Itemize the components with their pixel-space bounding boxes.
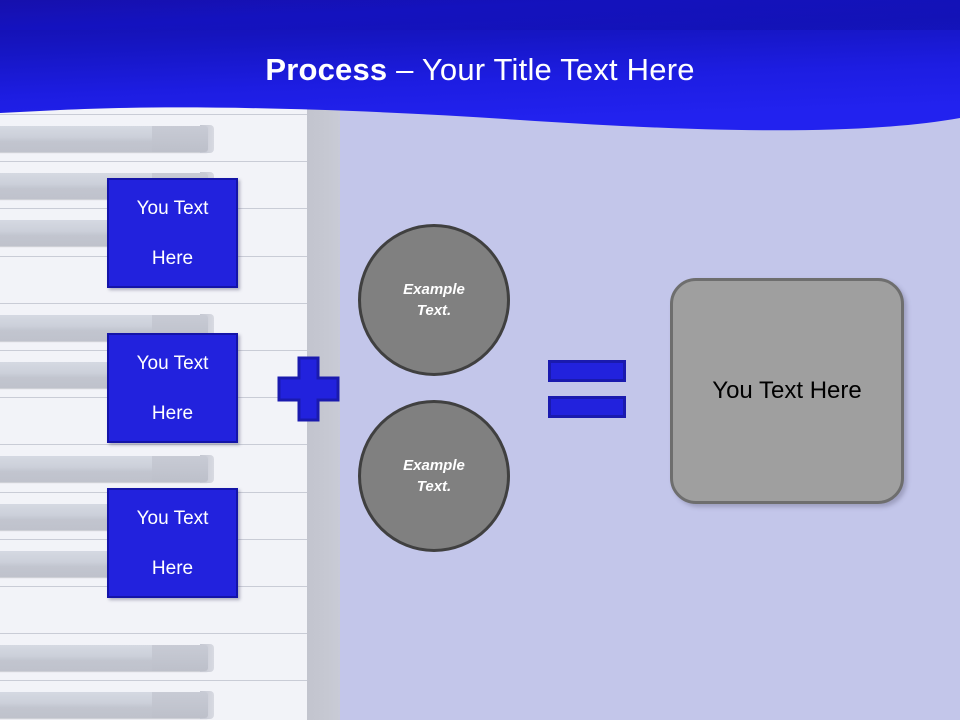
- example-circle-1[interactable]: Example Text.: [358, 224, 510, 376]
- header-wave-banner: [0, 0, 960, 131]
- plus-icon: [277, 356, 340, 422]
- input-text-box-1[interactable]: You Text Here: [107, 178, 238, 288]
- input-text-box-3[interactable]: You Text Here: [107, 488, 238, 598]
- page-title-rest: – Your Title Text Here: [387, 52, 695, 87]
- piano-black-key-cap: [200, 691, 214, 719]
- piano-white-key-line: [0, 303, 307, 304]
- input-box-3-line1: You Text: [136, 507, 209, 529]
- piano-white-key-line: [0, 161, 307, 162]
- piano-black-key: [0, 455, 214, 483]
- equals-icon-bar-top: [548, 360, 626, 382]
- piano-black-key-cap: [200, 644, 214, 672]
- piano-black-key: [0, 644, 214, 672]
- input-box-2-line1: You Text: [136, 352, 209, 374]
- header-wave-top-shade: [0, 0, 960, 30]
- piano-white-key-line: [0, 444, 307, 445]
- result-box-label: You Text Here: [712, 377, 862, 404]
- header-wave-fill: [0, 0, 960, 131]
- input-box-2-line2: Here: [151, 402, 194, 424]
- page-title-bold: Process: [265, 52, 388, 87]
- piano-white-key-line: [0, 680, 307, 681]
- circle-1-line2: Text.: [416, 302, 452, 319]
- input-box-1-line2: Here: [151, 247, 194, 269]
- piano-white-key-line: [0, 633, 307, 634]
- input-box-3-line2: Here: [151, 557, 194, 579]
- input-text-box-2-label: You Text Here: [125, 351, 221, 426]
- input-text-box-3-label: You Text Here: [125, 506, 221, 581]
- piano-black-key: [0, 691, 214, 719]
- piano-white-key-line: [0, 114, 307, 115]
- example-circle-2[interactable]: Example Text.: [358, 400, 510, 552]
- circle-2-line1: Example: [403, 457, 465, 474]
- circle-2-line2: Text.: [416, 478, 452, 495]
- page-title: Process – Your Title Text Here: [0, 52, 960, 88]
- result-box[interactable]: You Text Here: [670, 278, 904, 504]
- circle-1-line1: Example: [403, 281, 465, 298]
- input-text-box-2[interactable]: You Text Here: [107, 333, 238, 443]
- example-circle-2-label: Example Text.: [403, 455, 465, 497]
- input-text-box-1-label: You Text Here: [125, 196, 221, 271]
- equals-icon: [548, 360, 626, 418]
- piano-black-key-cap: [200, 455, 214, 483]
- equals-icon-bar-bottom: [548, 396, 626, 418]
- piano-black-key: [0, 125, 214, 153]
- input-box-1-line1: You Text: [136, 197, 209, 219]
- example-circle-1-label: Example Text.: [403, 279, 465, 321]
